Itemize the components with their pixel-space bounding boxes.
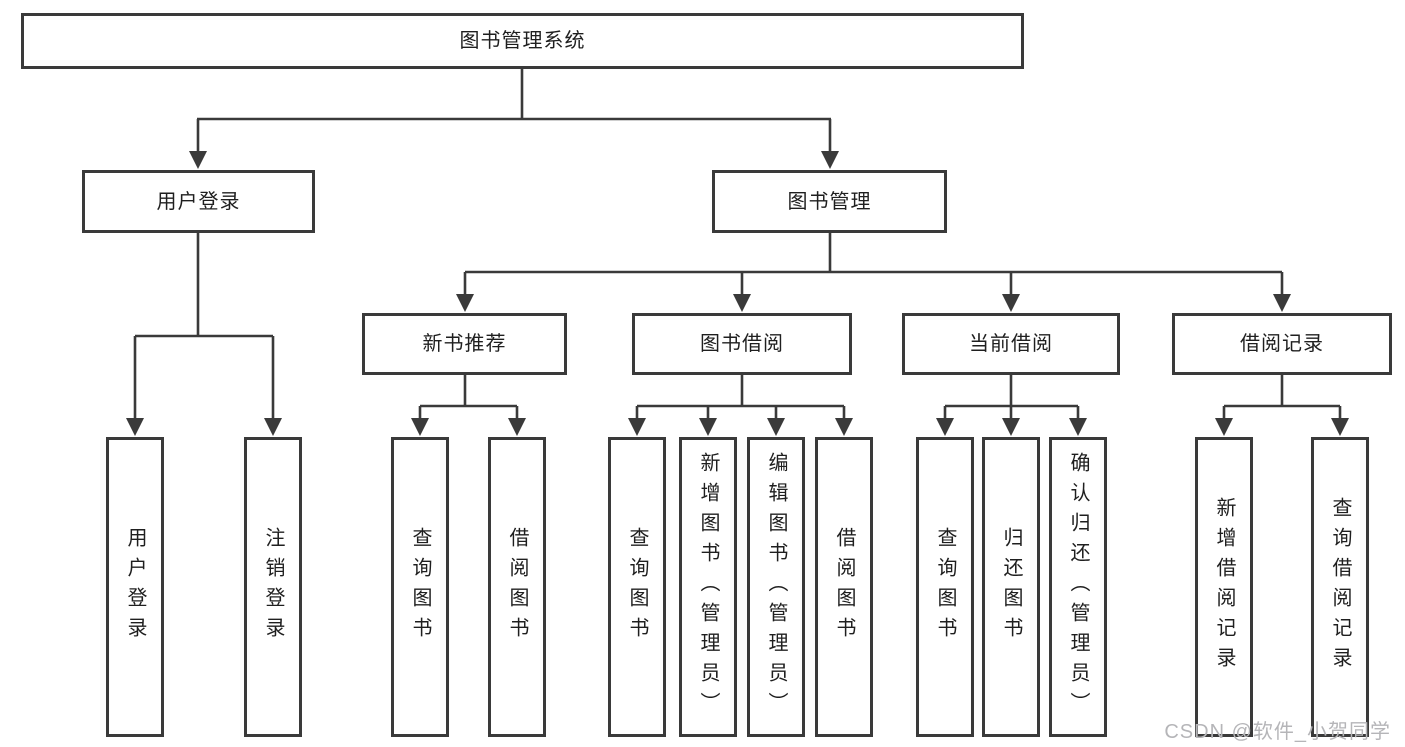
leaf-label: 借阅图书 <box>506 527 528 647</box>
connector-root-to-level2 <box>189 69 839 169</box>
leaf-edit-books-admin: 编辑图书（管理员） <box>747 437 805 737</box>
leaf-label: 查询图书 <box>626 527 648 647</box>
leaf-label: 新增图书（管理员） <box>697 452 719 722</box>
leaf-label: 查询图书 <box>934 527 956 647</box>
connector-current-borrow-to-leaves <box>936 375 1087 436</box>
node-user-login: 用户登录 <box>82 170 315 233</box>
node-book-borrow: 图书借阅 <box>632 313 852 375</box>
leaf-label: 用户登录 <box>124 527 146 647</box>
leaf-borrow-books-recommend: 借阅图书 <box>488 437 546 737</box>
node-new-book-recommend: 新书推荐 <box>362 313 567 375</box>
leaf-query-books-borrow: 查询图书 <box>608 437 666 737</box>
leaf-return-books: 归还图书 <box>982 437 1040 737</box>
node-borrow-records: 借阅记录 <box>1172 313 1392 375</box>
connector-book-borrow-to-leaves <box>628 375 853 436</box>
connector-book-management-to-level3 <box>456 233 1291 312</box>
leaf-label: 注销登录 <box>262 527 284 647</box>
leaf-add-borrow-record: 新增借阅记录 <box>1195 437 1253 737</box>
leaf-query-borrow-record: 查询借阅记录 <box>1311 437 1369 737</box>
leaf-borrow-books: 借阅图书 <box>815 437 873 737</box>
connector-new-book-recommend-to-leaves <box>411 375 526 436</box>
node-label: 新书推荐 <box>422 333 507 355</box>
leaf-user-login: 用户登录 <box>106 437 164 737</box>
node-label: 图书管理 <box>787 190 872 213</box>
leaf-label: 查询图书 <box>409 527 431 647</box>
leaf-query-books-current: 查询图书 <box>916 437 974 737</box>
connector-user-login-to-leaves <box>126 233 282 436</box>
node-label: 借阅记录 <box>1240 333 1324 355</box>
node-current-borrow: 当前借阅 <box>902 313 1120 375</box>
csdn-watermark: CSDN @软件_小贺同学 <box>1164 721 1391 743</box>
node-library-management-system: 图书管理系统 <box>21 13 1024 69</box>
connector-borrow-records-to-leaves <box>1215 375 1349 436</box>
node-label: 当前借阅 <box>969 333 1053 355</box>
node-book-management: 图书管理 <box>712 170 947 233</box>
node-label: 图书借阅 <box>700 333 784 355</box>
leaf-label: 编辑图书（管理员） <box>765 452 787 722</box>
leaf-label: 归还图书 <box>1000 527 1022 647</box>
node-label: 图书管理系统 <box>459 30 586 52</box>
leaf-confirm-return-admin: 确认归还（管理员） <box>1049 437 1107 737</box>
leaf-label: 确认归还（管理员） <box>1067 452 1089 722</box>
leaf-add-books-admin: 新增图书（管理员） <box>679 437 737 737</box>
leaf-label: 借阅图书 <box>833 527 855 647</box>
leaf-logout: 注销登录 <box>244 437 302 737</box>
leaf-label: 查询借阅记录 <box>1329 497 1351 677</box>
leaf-label: 新增借阅记录 <box>1213 497 1235 677</box>
node-label: 用户登录 <box>156 190 241 213</box>
leaf-query-books-recommend: 查询图书 <box>391 437 449 737</box>
